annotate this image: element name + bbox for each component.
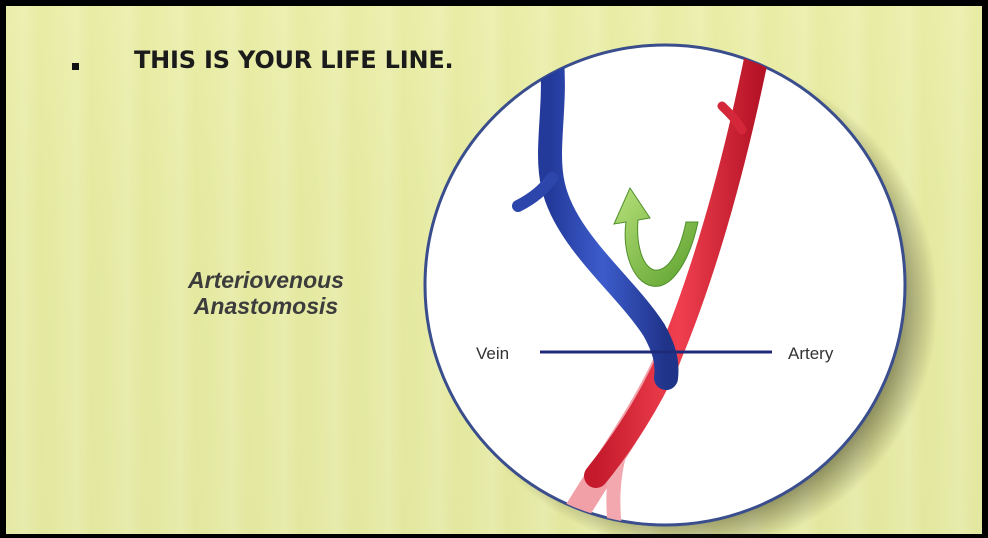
magnifier-circle xyxy=(425,45,905,525)
artery-label: Artery xyxy=(788,344,834,363)
vein-label: Vein xyxy=(476,344,509,363)
